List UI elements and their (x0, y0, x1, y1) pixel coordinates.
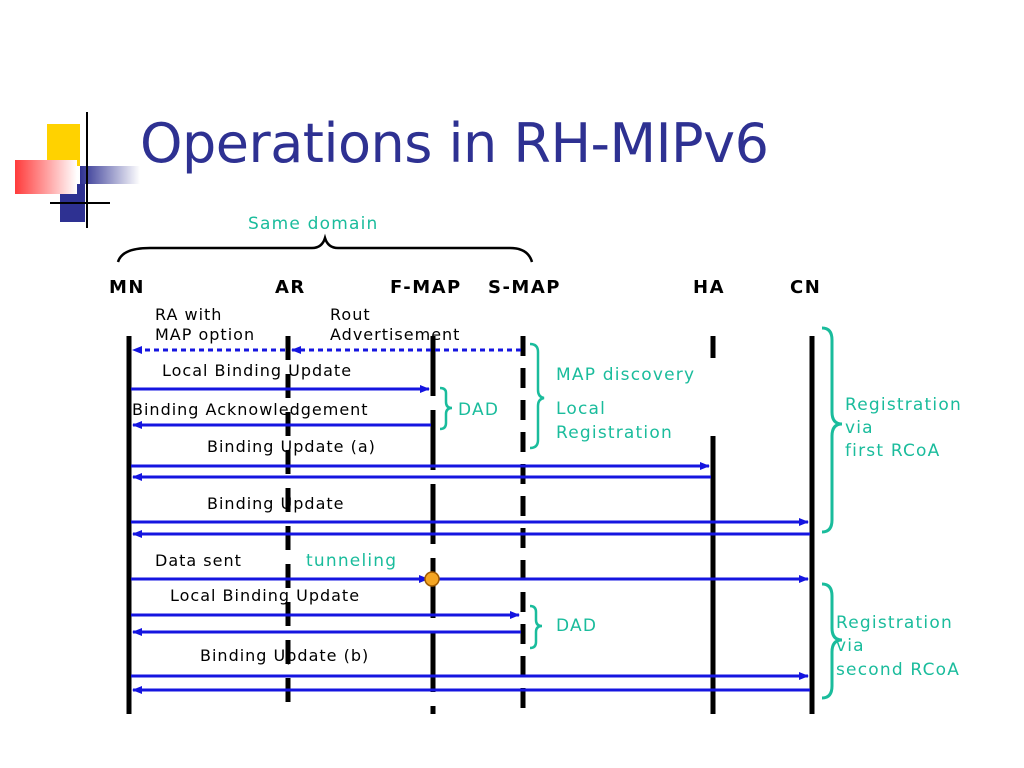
msg-map-option: MAP option (155, 325, 255, 344)
ann-first-rcoa-2: via (845, 418, 874, 438)
brace-map-discovery (529, 342, 545, 450)
msg-ra-with: RA with (155, 305, 222, 324)
entity-s-map: S-MAP (488, 277, 561, 298)
ann-second-rcoa-3: second RCoA (836, 660, 960, 680)
msg-local-binding-update-2: Local Binding Update (170, 586, 360, 605)
ann-first-rcoa-3: first RCoA (845, 441, 941, 461)
ann-dad-1: DAD (458, 400, 499, 420)
msg-data-sent: Data sent (155, 551, 242, 570)
ann-local: Local (556, 399, 606, 419)
msg-binding-update-b: Binding Update (b) (200, 646, 369, 665)
msg-binding-ack: Binding Acknowledgement (132, 400, 369, 419)
brace-second-rcoa (821, 582, 843, 700)
domain-label: Same domain (248, 214, 379, 234)
msg-advertisement: Advertisement (330, 325, 460, 344)
msg-binding-update-a: Binding Update (a) (207, 437, 376, 456)
entity-mn: MN (109, 277, 145, 298)
brace-dad-1 (439, 386, 453, 431)
msg-tunneling: tunneling (306, 551, 397, 571)
ann-second-rcoa-1: Registration (836, 613, 953, 633)
ann-map-discovery: MAP discovery (556, 365, 695, 385)
ann-first-rcoa-1: Registration (845, 395, 962, 415)
tunnel-endpoint-dot (424, 571, 440, 587)
brace-dad-2 (529, 604, 543, 650)
msg-local-binding-update-1: Local Binding Update (162, 361, 352, 380)
entity-cn: CN (790, 277, 821, 298)
domain-brace (116, 233, 534, 263)
entity-f-map: F-MAP (390, 277, 462, 298)
ann-registration: Registration (556, 423, 673, 443)
msg-rout: Rout (330, 305, 371, 324)
slide-logo-icon (15, 112, 140, 228)
slide-title: Operations in RH-MIPv6 (140, 112, 769, 175)
entity-ar: AR (275, 277, 306, 298)
brace-first-rcoa (821, 326, 843, 534)
msg-binding-update: Binding Update (207, 494, 345, 513)
ann-dad-2: DAD (556, 616, 597, 636)
entity-ha: HA (693, 277, 725, 298)
ann-second-rcoa-2: via (836, 636, 865, 656)
